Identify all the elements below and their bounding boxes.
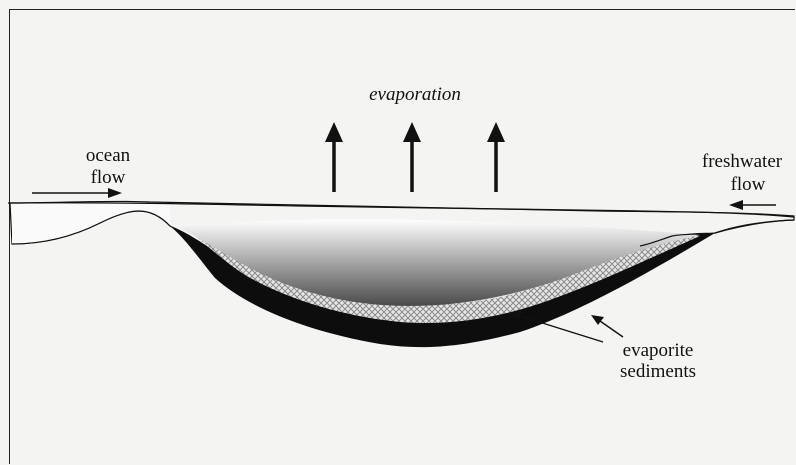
arrow-pointer-icon xyxy=(591,315,623,337)
evaporite-sediments-label-line2: sediments xyxy=(608,361,708,383)
freshwater-flow-label-line2: flow xyxy=(708,174,788,196)
left-shelf-fill xyxy=(12,204,170,244)
arrow-up-icon xyxy=(325,122,343,192)
evaporation-label: evaporation xyxy=(355,84,475,106)
evaporite-sediments-label-line1: evaporite xyxy=(608,340,708,362)
arrow-right-icon xyxy=(32,188,122,198)
arrow-left-icon xyxy=(729,200,776,210)
arrow-up-icon xyxy=(487,122,505,192)
ocean-flow-label-line2: flow xyxy=(68,167,148,189)
arrow-up-icon xyxy=(403,122,421,192)
right-shelf-outline xyxy=(715,220,794,233)
freshwater-flow-label-line1: freshwater xyxy=(690,151,794,173)
ocean-flow-label-line1: ocean xyxy=(68,145,148,167)
evaporation-arrows xyxy=(325,122,505,192)
